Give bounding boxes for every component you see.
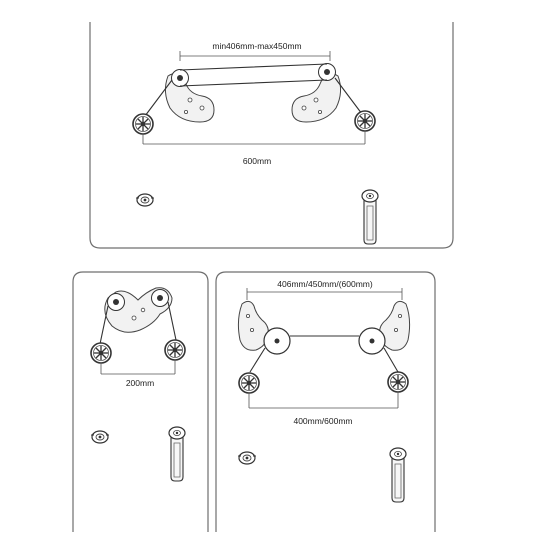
pulley-hub-left (107, 293, 125, 311)
cable (249, 335, 399, 373)
wall-screw-disk (90, 430, 110, 444)
bottom-left-panel: 200mm (72, 271, 209, 532)
pulley-hub-right (318, 63, 336, 81)
pulley-hub-left (171, 69, 189, 87)
dimension-label: min406mm-max450mm (212, 41, 301, 51)
tilt-knob-left (90, 342, 112, 364)
cable (99, 301, 177, 345)
tilt-knob-left (238, 372, 260, 394)
tilt-knob-left (132, 113, 154, 135)
wall-screw-disk (135, 193, 155, 207)
wall-screw-disk (237, 451, 257, 465)
wall-bracket (361, 189, 379, 245)
top-dimension-upper: min406mm-max450mm (179, 41, 331, 61)
cable (144, 63, 363, 117)
bottom-left-dimension: 200mm (101, 373, 175, 388)
bottom-right-dimension-upper: 406mm/450mm/(600mm) (246, 279, 403, 300)
bottom-right-dimension-lower: 400mm/600mm (249, 407, 398, 426)
tilt-knob-right (387, 371, 409, 393)
dimension-label: 600mm (243, 156, 271, 166)
wall-bracket (168, 426, 186, 482)
dimension-label: 400mm/600mm (293, 416, 352, 426)
bottom-right-panel: 406mm/450mm/(600mm) 400mm/600mm (215, 271, 436, 532)
tilt-knob-right (164, 339, 186, 361)
dimension-label: 200mm (126, 378, 154, 388)
top-panel: min406mm-max450mm 600mm (89, 22, 454, 249)
dimension-label: 406mm/450mm/(600mm) (277, 279, 373, 289)
top-dimension-lower: 600mm (143, 143, 365, 166)
tilt-knob-right (354, 110, 376, 132)
pulley-hub-right (151, 289, 169, 307)
wall-bracket (389, 447, 407, 503)
